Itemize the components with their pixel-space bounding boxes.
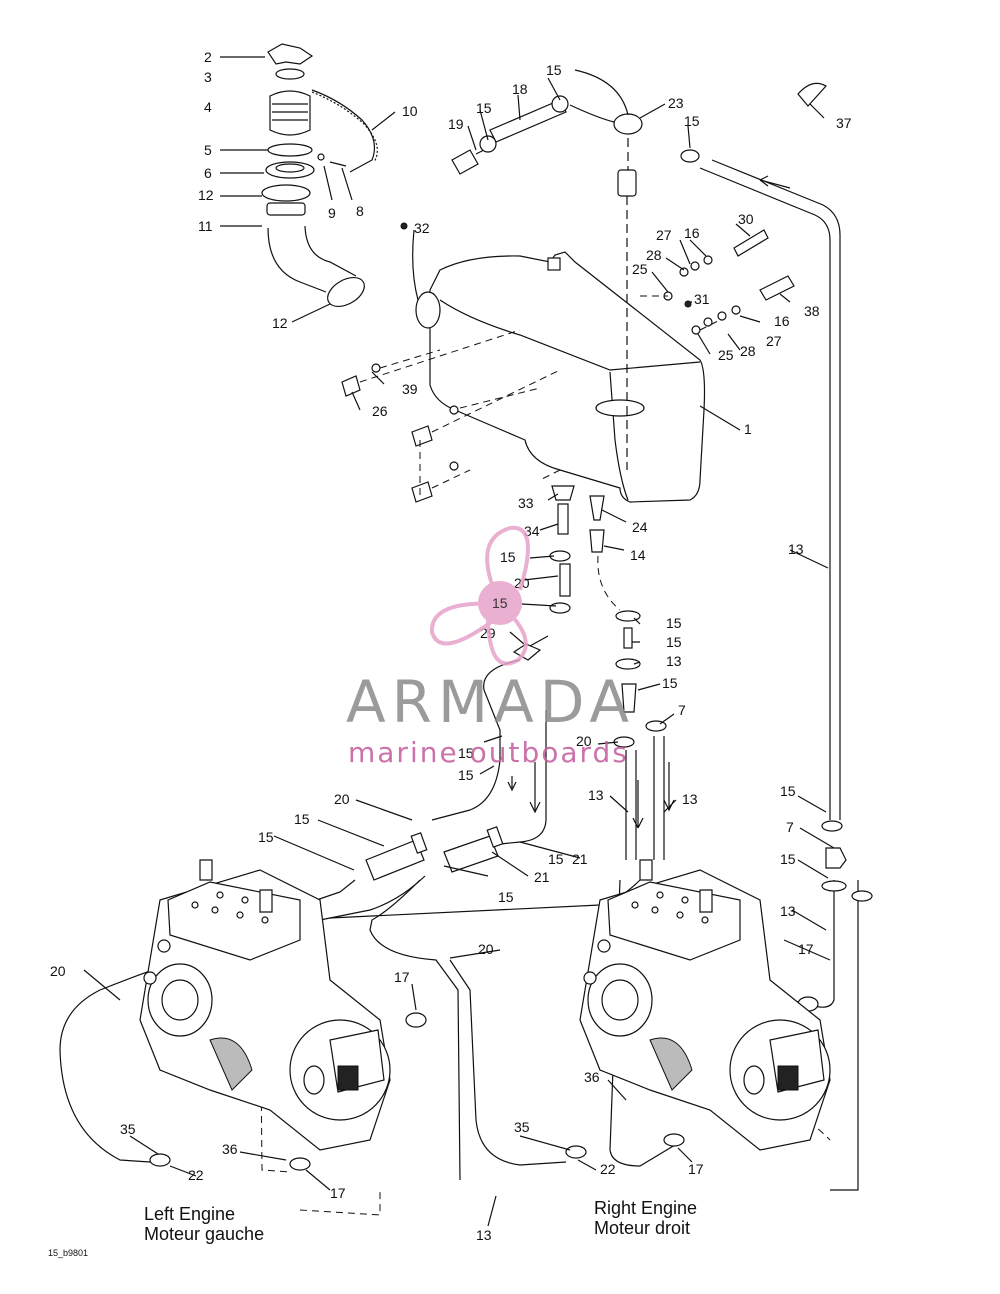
callout-label: 2 [204, 49, 212, 65]
callout-label: 21 [572, 851, 588, 867]
propeller-logo-icon [429, 525, 530, 666]
callout-label: 24 [632, 519, 648, 535]
callout-label: 36 [222, 1141, 238, 1157]
callout-label: 17 [330, 1185, 346, 1201]
vent-line-assembly [451, 69, 841, 820]
callout-label: 15 [546, 62, 562, 78]
callout-label: 6 [204, 165, 212, 181]
callout-label: 28 [740, 343, 756, 359]
callout-label: 15 [662, 675, 678, 691]
callout-label: 5 [204, 142, 212, 158]
badge-number: 15 [492, 595, 508, 611]
callout-label: 39 [402, 381, 418, 397]
callout-label: 35 [120, 1121, 136, 1137]
callout-label: 38 [804, 303, 820, 319]
outlet-fittings [512, 485, 667, 748]
callout-label: 17 [394, 969, 410, 985]
callout-label: 27 [656, 227, 672, 243]
left-engine-caption: Left Engine [144, 1204, 235, 1224]
callout-label: 28 [646, 247, 662, 263]
callout-label: 18 [512, 81, 528, 97]
badge-circle [478, 581, 522, 625]
callout-label: 27 [766, 333, 782, 349]
callout-label: 25 [718, 347, 734, 363]
callout-label: 21 [534, 869, 550, 885]
callout-label: 12 [272, 315, 288, 331]
callout-label: 22 [600, 1161, 616, 1177]
callout-label: 19 [448, 116, 464, 132]
callout-label: 16 [774, 313, 790, 329]
callout-label: 15 [458, 767, 474, 783]
figure-code: 15_b9801 [48, 1248, 88, 1258]
callout-label: 4 [204, 99, 212, 115]
callout-label: 34 [524, 523, 540, 539]
callout-label: 13 [780, 903, 796, 919]
callout-label: 20 [50, 963, 66, 979]
engine-captions: Left Engine Moteur gauche Right Engine M… [144, 1198, 697, 1244]
callout-label: 15 [458, 745, 474, 761]
leader-lines [83, 56, 835, 1227]
callout-label: 15 [476, 100, 492, 116]
callout-label: 3 [204, 69, 212, 85]
fuel-tank [415, 251, 706, 503]
callout-label: 15 [294, 811, 310, 827]
callout-label: 15 [780, 783, 796, 799]
callout-label: 15 [498, 889, 514, 905]
callout-label: 15 [258, 829, 274, 845]
callout-label: 35 [514, 1119, 530, 1135]
callout-label: 20 [478, 941, 494, 957]
callout-label: 16 [684, 225, 700, 241]
callout-label: 23 [668, 95, 684, 111]
right-engine [579, 859, 831, 1151]
callout-label: 37 [836, 115, 852, 131]
callout-label: 20 [576, 733, 592, 749]
watermark-name: ARMADA [346, 668, 635, 736]
armada-watermark: 15 ARMADA marine outboards [346, 525, 635, 769]
watermark-tagline: marine outboards [348, 736, 629, 769]
mounting-hardware [341, 222, 795, 503]
callout-label: 26 [372, 403, 388, 419]
callout-labels: 2 3 4 5 6 12 11 10 9 8 12 32 15 18 15 19… [50, 49, 852, 1243]
callout-label: 11 [198, 218, 213, 234]
callout-label: 15 [548, 851, 564, 867]
callout-label: 17 [798, 941, 814, 957]
fuel-lines [59, 659, 859, 1216]
callout-label: 25 [632, 261, 648, 277]
callout-label: 15 [684, 113, 700, 129]
filler-cap-assembly [261, 43, 378, 308]
callout-label: 32 [414, 220, 430, 236]
callout-label: 13 [588, 787, 604, 803]
callout-label: 17 [688, 1161, 704, 1177]
callout-label: 14 [630, 547, 646, 563]
callout-label: 13 [682, 791, 698, 807]
callout-label: 9 [328, 205, 336, 221]
callout-label: 10 [402, 103, 418, 119]
callout-label: 15 [780, 851, 796, 867]
right-engine-caption-fr: Moteur droit [594, 1218, 690, 1238]
callout-label: 7 [678, 702, 686, 718]
callout-label: 22 [188, 1167, 204, 1183]
callout-label: 30 [738, 211, 754, 227]
left-engine-caption-fr: Moteur gauche [144, 1224, 264, 1244]
callout-label: 13 [666, 653, 682, 669]
callout-label: 7 [786, 819, 794, 835]
callout-label: 12 [198, 187, 214, 203]
callout-label: 15 [500, 549, 516, 565]
callout-label: 36 [584, 1069, 600, 1085]
callout-label: 15 [666, 615, 682, 631]
callout-label: 1 [744, 421, 752, 437]
callout-label: 13 [476, 1227, 492, 1243]
left-engine [139, 859, 391, 1151]
callout-label: 13 [788, 541, 804, 557]
callout-label: 20 [334, 791, 350, 807]
callout-label: 33 [518, 495, 534, 511]
right-engine-caption: Right Engine [594, 1198, 697, 1218]
callout-label: 31 [694, 291, 710, 307]
fuel-filters [365, 820, 873, 902]
callout-label: 15 [666, 634, 682, 650]
callout-label: 8 [356, 203, 364, 219]
